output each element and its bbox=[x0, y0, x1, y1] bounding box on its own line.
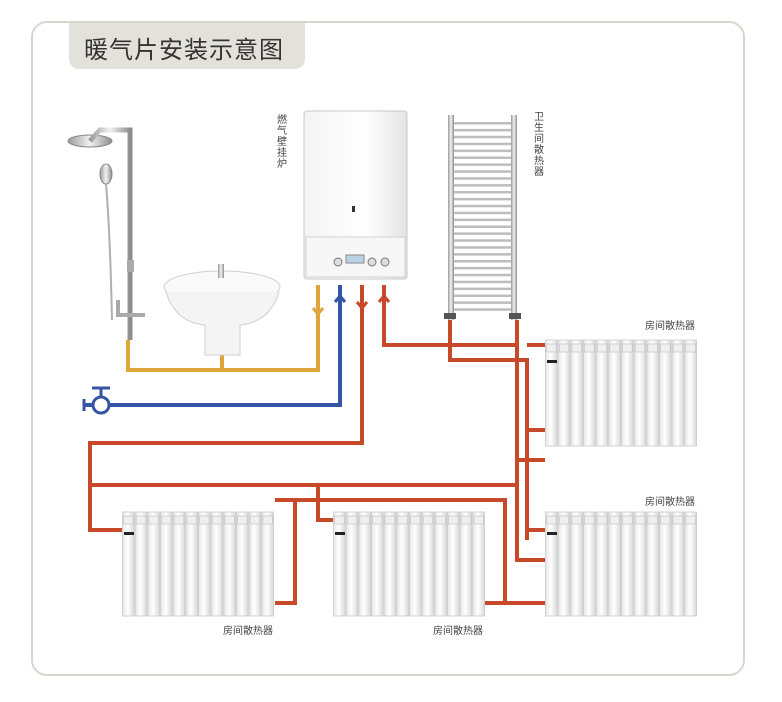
room-radiator-label-4: 房间散热器 bbox=[433, 626, 483, 637]
boiler-label: 燃气壁挂炉 bbox=[277, 115, 287, 170]
room-radiator-4 bbox=[333, 511, 485, 617]
cold-water-valve bbox=[82, 386, 111, 415]
room-radiator-3 bbox=[122, 511, 274, 617]
gas-wall-boiler bbox=[303, 110, 408, 280]
room-radiator-label-1: 房间散热器 bbox=[645, 321, 695, 332]
room-radiator-label-2: 房间散热器 bbox=[645, 497, 695, 508]
cold-water-pipe bbox=[84, 285, 342, 407]
room-radiator-2 bbox=[545, 511, 697, 617]
title-tab bbox=[69, 23, 305, 69]
towel-radiator bbox=[444, 115, 521, 320]
towel-radiator-label: 卫生间散热器 bbox=[534, 112, 544, 178]
room-radiator-label-3: 房间散热器 bbox=[223, 626, 273, 637]
diagram-frame bbox=[31, 21, 745, 676]
diagram-title: 暖气片安装示意图 bbox=[84, 36, 284, 64]
wash-basin bbox=[163, 264, 281, 356]
heating-pipes bbox=[88, 285, 545, 605]
room-radiator-1 bbox=[545, 339, 697, 447]
shower bbox=[67, 127, 145, 340]
room-radiators bbox=[122, 339, 697, 617]
boiler-flow-arrows bbox=[311, 293, 391, 317]
